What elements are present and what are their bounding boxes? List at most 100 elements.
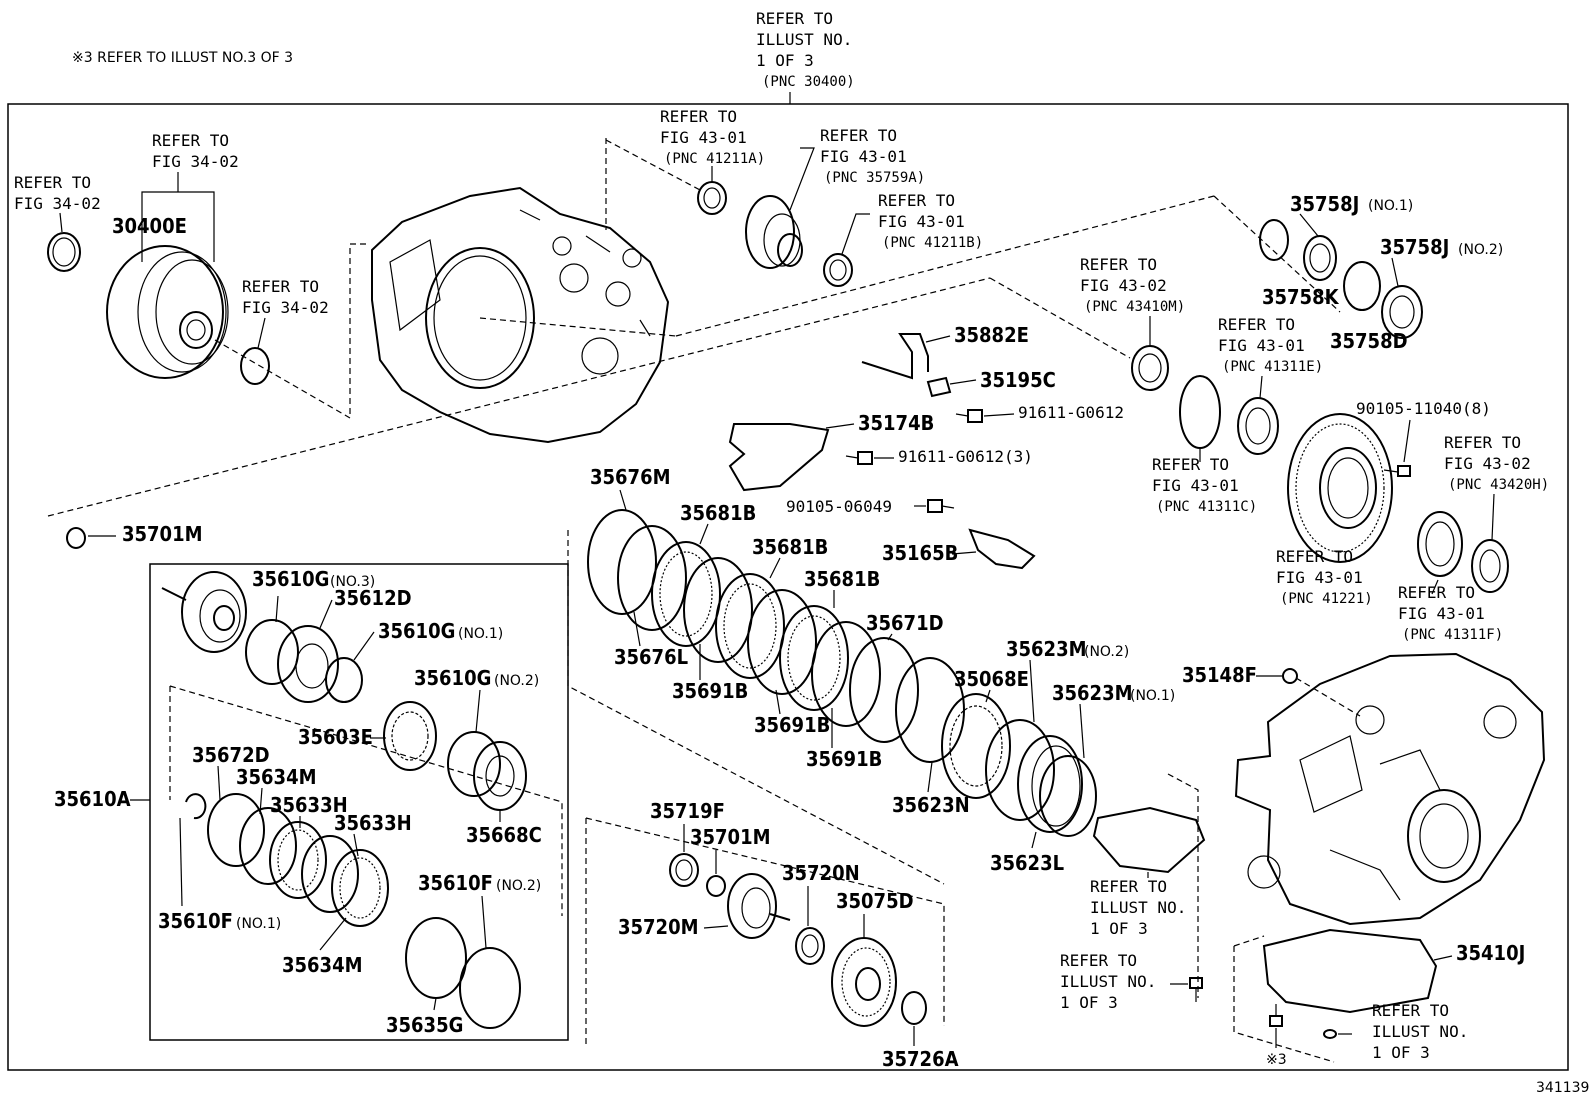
part-35634M-b: 35634M bbox=[282, 953, 363, 977]
sun-gear-shaft-icon bbox=[161, 571, 247, 653]
ref-fig4301-41211b: REFER TO FIG 43-01 (PNC 41211B) bbox=[878, 191, 983, 251]
bearing-icon bbox=[1237, 397, 1279, 455]
svg-text:REFER TO: REFER TO bbox=[242, 277, 319, 296]
svg-text:(PNC 41311F): (PNC 41311F) bbox=[1402, 627, 1503, 643]
bolt-icon bbox=[1189, 977, 1203, 1002]
svg-text:REFER TO: REFER TO bbox=[1398, 583, 1475, 602]
svg-text:FIG 34-02: FIG 34-02 bbox=[14, 194, 101, 213]
part-35623L: 35623L bbox=[990, 851, 1064, 875]
svg-text:(PNC 30400): (PNC 30400) bbox=[762, 74, 855, 90]
part-35068E: 35068E bbox=[954, 667, 1029, 691]
svg-text:FIG 43-01: FIG 43-01 bbox=[660, 128, 747, 147]
bolt-icon bbox=[845, 451, 873, 465]
part-35410J: 35410J bbox=[1456, 941, 1525, 965]
svg-text:(NO.3): (NO.3) bbox=[330, 574, 375, 590]
washer-icon bbox=[706, 875, 726, 897]
part-35676M: 35676M bbox=[590, 465, 671, 489]
part-35195C: 35195C bbox=[980, 368, 1056, 392]
clutch-plate-icon bbox=[405, 917, 467, 999]
part-35610F-2: 35610F bbox=[418, 871, 493, 895]
part-35603E: 35603E bbox=[298, 725, 373, 749]
assembly-box-35610A bbox=[149, 563, 569, 1041]
bolt-icon bbox=[927, 499, 955, 513]
part-35623M-2: 35623M bbox=[1006, 637, 1087, 661]
part-35635G: 35635G bbox=[386, 1013, 463, 1037]
svg-text:REFER TO: REFER TO bbox=[1276, 547, 1353, 566]
clutch-disc-icon bbox=[269, 821, 327, 899]
oil-pipe-icon bbox=[861, 333, 929, 380]
ring-gear-icon bbox=[1287, 413, 1393, 563]
transaxle-housing-icon bbox=[371, 186, 670, 444]
part-35882E: 35882E bbox=[954, 323, 1029, 347]
piston-icon bbox=[207, 793, 265, 867]
bearing-icon bbox=[1131, 345, 1169, 391]
svg-text:REFER TO: REFER TO bbox=[1152, 455, 1229, 474]
svg-text:REFER TO: REFER TO bbox=[1080, 255, 1157, 274]
clutch-plate-icon bbox=[239, 807, 297, 885]
svg-text:(PNC 41311C): (PNC 41311C) bbox=[1156, 499, 1257, 515]
part-35758J-2: 35758J bbox=[1380, 235, 1449, 259]
part-35691B-a: 35691B bbox=[672, 679, 748, 703]
svg-text:ILLUST NO.: ILLUST NO. bbox=[1372, 1022, 1468, 1041]
svg-text:1 OF 3: 1 OF 3 bbox=[1060, 993, 1118, 1012]
thrust-bearing-icon bbox=[383, 701, 437, 771]
diagram-frame bbox=[7, 103, 1569, 1071]
snap-ring-icon bbox=[185, 793, 207, 820]
svg-text:REFER TO: REFER TO bbox=[14, 173, 91, 192]
plate-icon bbox=[968, 528, 1036, 570]
part-35681B-b: 35681B bbox=[752, 535, 828, 559]
part-35672D: 35672D bbox=[192, 743, 270, 767]
snap-ring-icon bbox=[1259, 219, 1289, 261]
part-90105-11040: 90105-11040(8) bbox=[1356, 399, 1491, 418]
bearing-icon bbox=[795, 927, 825, 965]
svg-text:FIG 43-01: FIG 43-01 bbox=[1152, 476, 1239, 495]
washer-icon bbox=[66, 527, 86, 549]
part-35691B-b: 35691B bbox=[754, 713, 830, 737]
counter-gear-icon bbox=[727, 873, 791, 939]
part-35758J-1: 35758J bbox=[1290, 192, 1359, 216]
bolt-icon bbox=[1269, 1004, 1283, 1027]
svg-text:(PNC 43420H): (PNC 43420H) bbox=[1448, 477, 1549, 493]
svg-text:REFER TO: REFER TO bbox=[878, 191, 955, 210]
bolt-icon bbox=[955, 409, 983, 423]
ref-fig3402-a: REFER TO FIG 34-02 bbox=[14, 173, 101, 213]
ref-fig3402-b: REFER TO FIG 34-02 bbox=[152, 131, 239, 171]
ref-illust-1: REFER TO ILLUST NO. 1 OF 3 bbox=[1090, 877, 1186, 938]
part-91611-G0612-3: 91611-G0612(3) bbox=[898, 447, 1033, 466]
driven-gear-icon bbox=[831, 937, 897, 1027]
svg-text:(PNC 41211A): (PNC 41211A) bbox=[664, 151, 765, 167]
hub-icon bbox=[473, 741, 527, 811]
svg-text:ILLUST NO.: ILLUST NO. bbox=[1060, 972, 1156, 991]
svg-text:REFER TO: REFER TO bbox=[1060, 951, 1137, 970]
snap-ring-icon bbox=[447, 731, 501, 797]
clutch-disc-icon bbox=[331, 849, 389, 927]
ref-fig4302-43420h: REFER TO FIG 43-02 (PNC 43420H) bbox=[1444, 433, 1549, 493]
clamp-icon bbox=[926, 376, 952, 398]
bearing-icon bbox=[1303, 235, 1337, 281]
part-35681B-c: 35681B bbox=[804, 567, 880, 591]
part-35165B: 35165B bbox=[882, 541, 958, 565]
part-35174B: 35174B bbox=[858, 411, 934, 435]
part-35719F: 35719F bbox=[650, 799, 725, 823]
part-35691B-c: 35691B bbox=[806, 747, 882, 771]
part-35676L: 35676L bbox=[614, 645, 688, 669]
ref-fig4301-41211a: REFER TO FIG 43-01 (PNC 41211A) bbox=[660, 107, 765, 167]
seal-icon bbox=[1417, 511, 1463, 577]
bearing-icon bbox=[669, 853, 699, 887]
carrier-icon bbox=[277, 625, 339, 703]
bearing-icon bbox=[1471, 539, 1509, 593]
svg-text:FIG 43-01: FIG 43-01 bbox=[1218, 336, 1305, 355]
svg-text:FIG 34-02: FIG 34-02 bbox=[152, 152, 239, 171]
seal-ring-icon bbox=[47, 232, 81, 272]
svg-text:REFER TO: REFER TO bbox=[1218, 315, 1295, 334]
o-ring-icon bbox=[325, 657, 363, 703]
one-way-clutch-icon bbox=[941, 693, 1011, 799]
svg-text:FIG 43-02: FIG 43-02 bbox=[1444, 454, 1531, 473]
svg-text:(PNC 41311E): (PNC 41311E) bbox=[1222, 359, 1323, 375]
svg-text:(NO.2): (NO.2) bbox=[494, 673, 539, 689]
o-ring-icon bbox=[1323, 1029, 1337, 1039]
part-30400E: 30400E bbox=[112, 214, 187, 238]
svg-text:(PNC 35759A): (PNC 35759A) bbox=[824, 170, 925, 186]
svg-text:ILLUST NO.: ILLUST NO. bbox=[756, 30, 852, 49]
svg-text:ILLUST NO.: ILLUST NO. bbox=[1090, 898, 1186, 917]
